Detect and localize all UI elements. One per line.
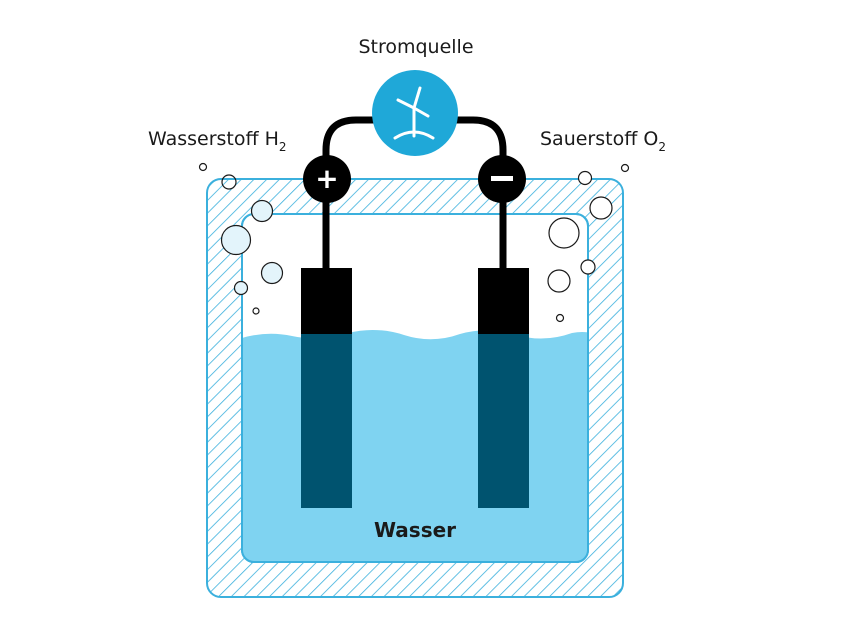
positive-terminal: + [303,155,351,203]
oxygen-label: Sauerstoff O2 [540,128,666,154]
bubble [260,261,284,285]
anode-electrode-submerged [301,334,352,508]
bubble [547,269,571,293]
anode-electrode [301,268,352,340]
hydrogen-bubbles [198,162,284,315]
negative-terminal [478,155,526,203]
bubble [220,224,252,256]
bubble [250,199,274,223]
svg-text:+: + [315,162,338,195]
hydrogen-label: Wasserstoff H2 [148,128,287,154]
bubble [589,196,613,220]
oxygen-bubbles [547,163,630,323]
water-label: Wasser [374,518,456,542]
wind-turbine-icon [393,86,435,140]
power-source-label: Stromquelle [358,36,473,58]
cathode-electrode-submerged [478,334,529,508]
wire-left [322,116,375,270]
bubble [620,163,630,173]
cathode-electrode [478,268,529,340]
bubble [555,313,565,323]
power-source [372,70,458,156]
wire-right [455,116,507,270]
bubble [252,307,260,315]
bubble [548,217,580,249]
bubble [221,174,237,190]
bubble [580,259,596,275]
bubble [198,162,208,172]
bubble [577,170,593,186]
bubble [233,280,249,296]
